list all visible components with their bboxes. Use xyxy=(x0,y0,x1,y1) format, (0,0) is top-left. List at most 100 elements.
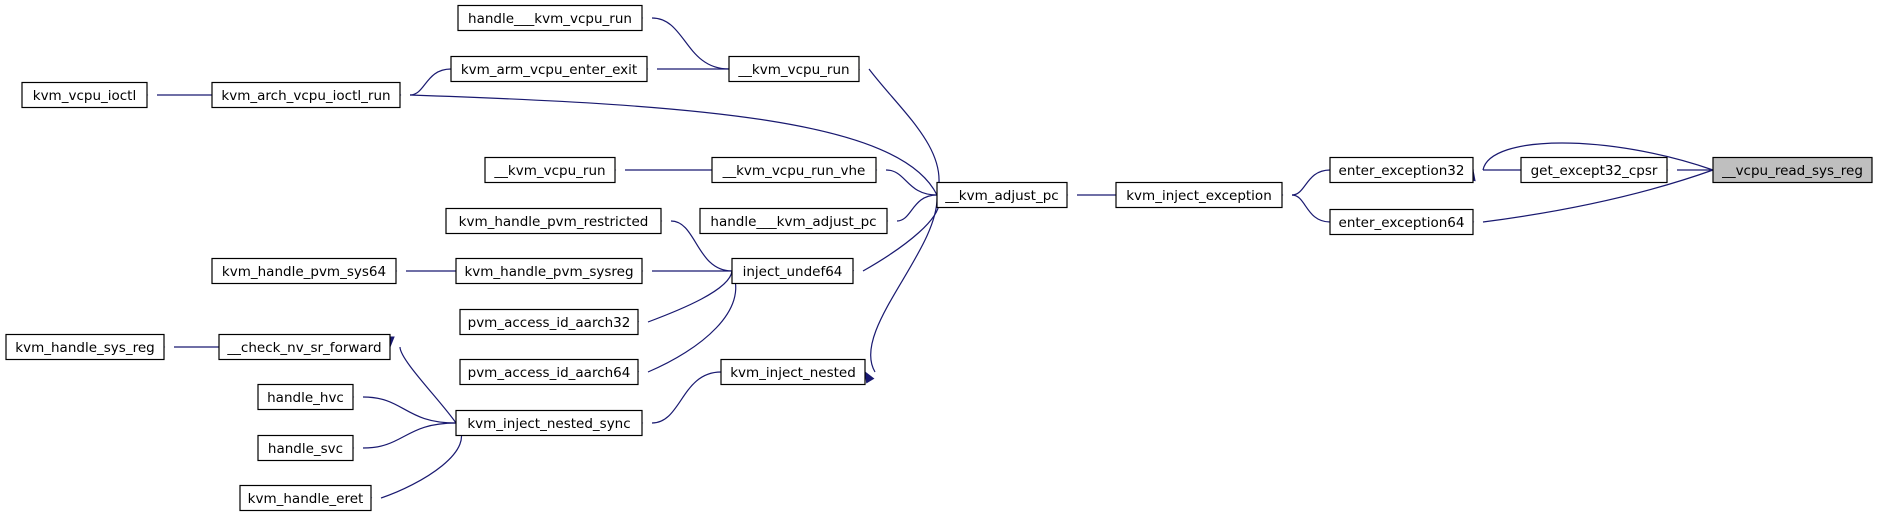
edge-line xyxy=(647,270,733,323)
node-vcpu-read-sys-reg[interactable]: __vcpu_read_sys_reg xyxy=(1712,156,1873,184)
node-inject-undef64[interactable]: inject_undef64 xyxy=(731,257,854,285)
edge-pvm-access-id-aarch32-to-inject-undef64 xyxy=(626,270,733,331)
node-check-nv-sr-forward[interactable]: __check_nv_sr_forward xyxy=(218,333,391,361)
node-pvm-access-id-aarch64[interactable]: pvm_access_id_aarch64 xyxy=(459,358,639,386)
node-label: kvm_handle_pvm_sysreg xyxy=(464,264,633,280)
node-label: kvm_vcpu_ioctl xyxy=(33,88,136,104)
node-box xyxy=(728,55,860,83)
edge-line xyxy=(885,169,938,196)
node-label: kvm_handle_eret xyxy=(248,491,364,507)
node-label: kvm_inject_exception xyxy=(1126,188,1272,204)
node-box xyxy=(455,409,643,437)
edge-line xyxy=(409,94,938,196)
node-handle-hvc[interactable]: handle_hvc xyxy=(257,383,354,411)
node-box xyxy=(720,358,866,386)
node-label: handle_hvc xyxy=(267,390,344,406)
node-kvm-handle-pvm-sysreg[interactable]: kvm_handle_pvm_sysreg xyxy=(455,257,643,285)
node-kvm-vcpu-run-vhe[interactable]: __kvm_vcpu_run_vhe xyxy=(711,156,877,184)
node-kvm-handle-pvm-restricted[interactable]: kvm_handle_pvm_restricted xyxy=(445,207,662,235)
node-kvm-vcpu-run-a[interactable]: __kvm_vcpu_run xyxy=(728,55,860,83)
node-box xyxy=(445,207,662,235)
edge-line xyxy=(399,346,457,424)
node-label: inject_undef64 xyxy=(743,264,843,280)
node-kvm-inject-nested[interactable]: kvm_inject_nested xyxy=(720,358,866,386)
node-kvm-arch-vcpu-ioctl-run[interactable]: kvm_arch_vcpu_ioctl_run xyxy=(211,81,401,109)
node-box xyxy=(484,156,616,184)
node-pvm-access-id-aarch32[interactable]: pvm_access_id_aarch32 xyxy=(459,308,639,336)
node-label: handle___kvm_adjust_pc xyxy=(710,214,876,230)
edge-kvm-vcpu-run-vhe-to-kvm-adjust-pc xyxy=(865,165,938,196)
edge-line xyxy=(651,371,722,424)
edge-line xyxy=(647,270,737,373)
node-label: __vcpu_read_sys_reg xyxy=(1721,163,1863,179)
edge-inject-undef64-to-kvm-adjust-pc xyxy=(841,194,940,281)
node-enter-exception32[interactable]: enter_exception32 xyxy=(1329,156,1474,184)
node-label: handle___kvm_vcpu_run xyxy=(468,11,632,27)
node-get-except32-cpsr[interactable]: get_except32_cpsr xyxy=(1520,156,1668,184)
node-enter-exception64[interactable]: enter_exception64 xyxy=(1329,208,1474,236)
node-label: __kvm_vcpu_run_vhe xyxy=(722,163,866,179)
edge-check-nv-sr-forward-to-kvm-inject-nested-sync xyxy=(385,336,457,424)
node-label: get_except32_cpsr xyxy=(1531,163,1658,179)
node-box xyxy=(1712,156,1873,184)
node-label: pvm_access_id_aarch64 xyxy=(468,365,631,381)
node-box xyxy=(936,181,1068,209)
node-kvm-inject-exception[interactable]: kvm_inject_exception xyxy=(1115,181,1283,209)
node-label: kvm_inject_nested xyxy=(730,365,856,381)
edge-line xyxy=(409,68,452,96)
node-label: __kvm_vcpu_run xyxy=(493,163,605,179)
node-box xyxy=(1115,181,1283,209)
node-layer: __vcpu_read_sys_regget_except32_cpsrente… xyxy=(5,4,1873,512)
edge-line xyxy=(1291,169,1331,196)
edge-line xyxy=(362,422,457,449)
edge-line xyxy=(651,17,730,70)
node-box xyxy=(239,484,372,512)
edge-line xyxy=(868,68,940,196)
node-box xyxy=(731,257,854,285)
edge-line xyxy=(870,194,938,373)
arrowhead xyxy=(864,370,875,384)
edge-line xyxy=(362,396,457,424)
node-box xyxy=(257,434,354,462)
node-kvm-arm-vcpu-enter-exit[interactable]: kvm_arm_vcpu_enter_exit xyxy=(450,55,648,83)
edge-kvm-handle-eret-to-kvm-inject-nested-sync xyxy=(359,422,463,506)
node-kvm-adjust-pc[interactable]: __kvm_adjust_pc xyxy=(936,181,1068,209)
edge-line xyxy=(380,422,463,499)
edge-line xyxy=(896,194,938,222)
node-kvm-handle-pvm-sys64[interactable]: kvm_handle_pvm_sys64 xyxy=(211,257,397,285)
node-box xyxy=(1520,156,1668,184)
node-handle-kvm-adjust-pc[interactable]: handle___kvm_adjust_pc xyxy=(699,207,888,235)
node-label: enter_exception32 xyxy=(1339,163,1465,179)
node-box xyxy=(257,383,354,411)
node-label: __kvm_vcpu_run xyxy=(737,62,849,78)
edge-handle-hvc-to-kvm-inject-nested-sync xyxy=(342,392,457,424)
node-label: kvm_handle_pvm_sys64 xyxy=(222,264,386,280)
node-label: __kvm_adjust_pc xyxy=(944,188,1058,204)
node-box xyxy=(711,156,877,184)
node-handle-kvm-vcpu-run[interactable]: handle___kvm_vcpu_run xyxy=(457,4,643,32)
node-box xyxy=(459,308,639,336)
node-label: kvm_handle_pvm_restricted xyxy=(459,214,649,230)
node-kvm-vcpu-run-b[interactable]: __kvm_vcpu_run xyxy=(484,156,616,184)
node-label: kvm_arm_vcpu_enter_exit xyxy=(461,62,637,78)
node-box xyxy=(211,81,401,109)
node-box xyxy=(5,333,165,361)
node-kvm-handle-sys-reg[interactable]: kvm_handle_sys_reg xyxy=(5,333,165,361)
node-box xyxy=(699,207,888,235)
node-kvm-vcpu-ioctl[interactable]: kvm_vcpu_ioctl xyxy=(21,81,148,109)
edge-kvm-vcpu-run-b-to-kvm-vcpu-run-vhe xyxy=(604,165,712,175)
edge-kvm-vcpu-ioctl-to-kvm-arch-vcpu-ioctl-run xyxy=(136,90,213,100)
node-label: kvm_handle_sys_reg xyxy=(15,340,154,356)
node-box xyxy=(459,358,639,386)
node-kvm-inject-nested-sync[interactable]: kvm_inject_nested_sync xyxy=(455,409,643,437)
node-handle-svc[interactable]: handle_svc xyxy=(257,434,354,462)
edge-handle-svc-to-kvm-inject-nested-sync xyxy=(342,422,457,453)
node-label: kvm_inject_nested_sync xyxy=(467,416,630,432)
edge-line xyxy=(670,220,733,272)
edge-kvm-arm-vcpu-enter-exit-to-kvm-vcpu-run-a xyxy=(636,64,729,74)
node-label: enter_exception64 xyxy=(1339,215,1465,231)
node-label: handle_svc xyxy=(268,441,343,457)
node-kvm-handle-eret[interactable]: kvm_handle_eret xyxy=(239,484,372,512)
node-box xyxy=(21,81,148,109)
